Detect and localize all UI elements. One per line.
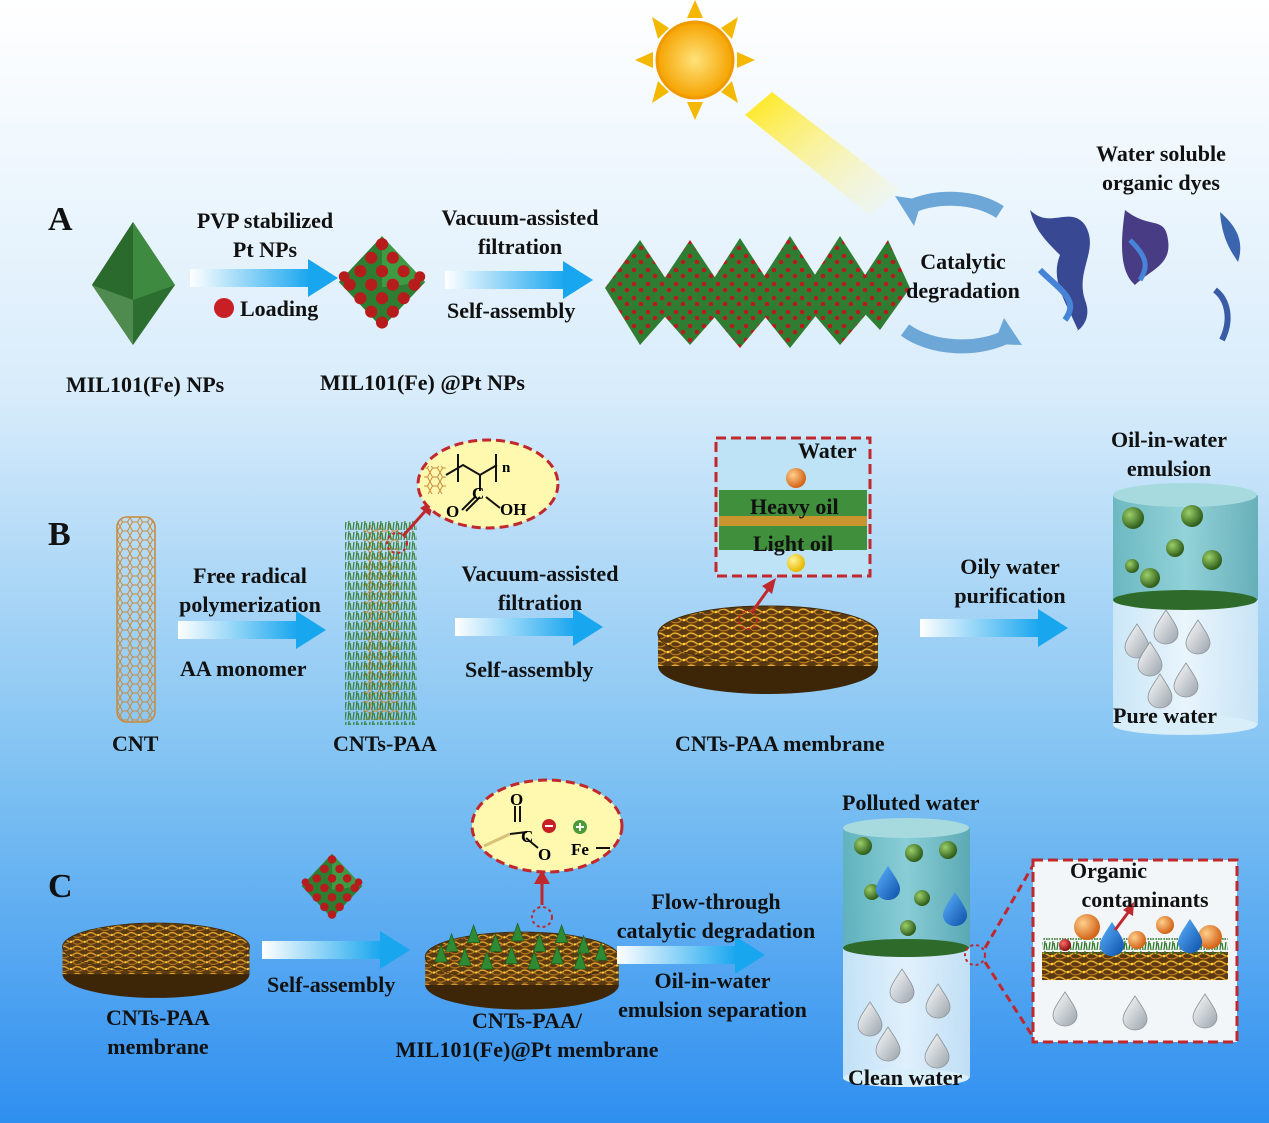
step-a1-top: PVP stabilized Pt NPs xyxy=(185,206,345,264)
pt-np-dot xyxy=(214,298,234,318)
mil101-pt-label: MIL101(Fe) @Pt NPs xyxy=(320,370,525,395)
polluted-water-label: Polluted water xyxy=(842,790,980,815)
pure-water-label: Pure water xyxy=(1113,703,1218,728)
contaminants-line1: Organic xyxy=(1070,858,1147,883)
composite-line1: CNTs-PAA/ xyxy=(471,1008,582,1033)
mil101-label: MIL101(Fe) NPs xyxy=(66,372,225,397)
membrane-c-line2: membrane xyxy=(107,1034,209,1059)
step-b1-top: Free radical polymerization xyxy=(165,561,335,619)
chem-fe: Fe xyxy=(571,840,589,859)
step-b1-line2: polymerization xyxy=(179,592,321,617)
clean-water-label: Clean water xyxy=(848,1065,963,1090)
step-b1-line1: Free radical xyxy=(193,563,307,588)
emulsion-cylinder xyxy=(1113,483,1258,735)
organic-dye-clouds xyxy=(1030,210,1241,342)
cnt-paa-membrane xyxy=(657,605,879,695)
dyes-line1: Water soluble xyxy=(1096,141,1226,166)
chem-o-neg: O xyxy=(538,845,551,864)
zoom-marker xyxy=(738,610,758,630)
step-b2-line1: Vacuum-assisted xyxy=(461,561,619,586)
cnt-paa-membrane-c xyxy=(62,922,250,999)
step-a1-line1: PVP stabilized xyxy=(196,208,334,233)
cnt-label: CNT xyxy=(112,731,159,756)
polluted-water-cylinder xyxy=(843,818,970,1087)
self-assembly-a: Self-assembly xyxy=(447,298,576,323)
panel-label-a: A xyxy=(48,201,73,238)
emulsion-line1: Oil-in-water xyxy=(1110,427,1228,452)
chem-c: C xyxy=(472,484,484,503)
chem-n: n xyxy=(502,460,511,476)
step-c2-bottom: Oil-in-water emulsion separation xyxy=(605,966,820,1024)
loading-label: Loading xyxy=(240,296,319,321)
mof-assembled-sheet xyxy=(605,236,910,348)
step-c2-bottom-line1: Oil-in-water xyxy=(654,968,771,993)
cnt-paa-strand xyxy=(345,520,417,725)
step-b2-top: Vacuum-assisted filtration xyxy=(445,559,635,617)
composite-line2: MIL101(Fe)@Pt membrane xyxy=(395,1037,659,1062)
inset-water: Water xyxy=(798,438,857,463)
step-a1-line2: Pt NPs xyxy=(232,237,298,262)
light-beam xyxy=(745,92,900,215)
zoom-marker xyxy=(386,532,408,554)
contaminants-label: Organic contaminants xyxy=(1070,856,1220,914)
cycle-arrows xyxy=(895,191,1022,354)
membrane-label-c: CNTs-PAA membrane xyxy=(88,1003,228,1061)
carbon-nanotube xyxy=(116,516,156,723)
contaminant-inset xyxy=(1031,858,1239,1044)
membrane-c-line1: CNTs-PAA xyxy=(106,1005,210,1030)
chem-o-top: O xyxy=(510,790,523,809)
step-b3-line1: Oily water xyxy=(960,554,1060,579)
catalytic-label: Catalytic degradation xyxy=(898,247,1028,305)
fe-carboxylate-bubble xyxy=(470,778,624,874)
step-c2-line2: catalytic degradation xyxy=(616,918,816,943)
step-c2-bottom-line2: emulsion separation xyxy=(618,997,807,1022)
step-c2-top: Flow-through catalytic degradation xyxy=(600,887,832,945)
chem-c-c: C xyxy=(521,827,533,846)
inset-heavy-oil: Heavy oil xyxy=(750,494,839,519)
aa-monomer-label: AA monomer xyxy=(180,656,307,681)
step-b3-line2: purification xyxy=(954,583,1066,608)
mil101-octahedron xyxy=(92,222,175,345)
paa-structure-bubble xyxy=(416,438,560,530)
step-a2-line2: filtration xyxy=(477,234,563,259)
dyes-line2: organic dyes xyxy=(1102,170,1220,195)
self-assembly-b: Self-assembly xyxy=(465,657,594,682)
dyes-label: Water soluble organic dyes xyxy=(1078,139,1244,197)
chem-o: O xyxy=(446,502,459,521)
panel-label-b: B xyxy=(48,516,71,553)
emulsion-label: Oil-in-water emulsion xyxy=(1096,425,1242,483)
catalytic-line1: Catalytic xyxy=(920,249,1006,274)
sun-icon xyxy=(635,0,755,120)
contaminants-line2: contaminants xyxy=(1081,887,1209,912)
oil-water-inset xyxy=(714,436,872,578)
membrane-label-b: CNTs-PAA membrane xyxy=(675,731,885,756)
step-b3-top: Oily water purification xyxy=(935,552,1085,610)
cnt-paa-label: CNTs-PAA xyxy=(333,731,437,756)
zoom-marker xyxy=(531,906,553,928)
panel-label-c: C xyxy=(48,868,73,905)
self-assembly-c: Self-assembly xyxy=(267,972,396,997)
zoom-marker xyxy=(964,944,986,966)
inset-light-oil: Light oil xyxy=(753,531,834,556)
step-b2-line2: filtration xyxy=(497,590,583,615)
composite-label: CNTs-PAA/ MIL101(Fe)@Pt membrane xyxy=(380,1006,674,1064)
emulsion-line2: emulsion xyxy=(1126,456,1212,481)
step-a2-top: Vacuum-assisted filtration xyxy=(425,203,615,261)
chem-oh: OH xyxy=(500,500,526,519)
catalytic-line2: degradation xyxy=(906,278,1020,303)
step-c2-line1: Flow-through xyxy=(651,889,781,914)
step-a2-line1: Vacuum-assisted xyxy=(441,205,599,230)
